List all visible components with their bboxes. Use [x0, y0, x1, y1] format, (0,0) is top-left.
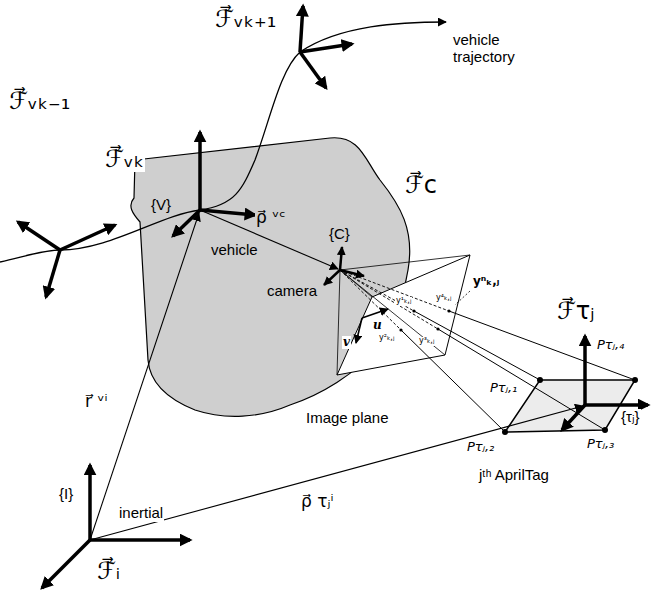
frame-axes	[173, 132, 255, 236]
frame-label-text: inertial	[118, 505, 164, 522]
corner-label: Pτⱼ,₄	[596, 338, 625, 352]
apriltag-shape	[505, 380, 635, 432]
tag-label: jᵗʰ AprilTag	[478, 467, 550, 484]
point-label: y²ₖ,ⱼ	[378, 334, 395, 343]
image-axes	[356, 309, 388, 343]
corner-label: Pτⱼ,₁	[489, 381, 518, 395]
frame-label: ℱ⃗τⱼ	[556, 298, 596, 324]
part-label: vehicle	[210, 242, 259, 259]
frame-axes	[42, 465, 190, 588]
vector-label: r⃗ ᵛⁱ	[84, 392, 109, 411]
frame-name: {I}	[58, 486, 74, 503]
image-plane: Image planeuvy¹ₖ,ⱼy²ₖ,ⱼy³ₖ,ⱼy⁴ₖ,ⱼ	[335, 253, 472, 377]
frame-label: ℱ⃗ᵢ	[96, 558, 121, 584]
frame-label: ℱ⃗ᵥₖ	[104, 146, 145, 172]
frame-axes	[300, 6, 352, 88]
corner-label: Pτⱼ,₃	[586, 437, 615, 451]
trajectory-curve	[0, 22, 446, 262]
plane-label: Image plane	[305, 410, 390, 427]
frame-axes	[324, 247, 364, 285]
frame-label: ℱ⃗ᵥₖ₊₁	[214, 6, 277, 32]
vehicle-body: {V} vehicle {C} camera	[126, 132, 418, 424]
vector-label: ρ⃗ τⱼⁱ	[300, 492, 334, 511]
frame-axes	[18, 222, 115, 297]
apriltag: Pτⱼ,₁Pτⱼ,₂Pτⱼ,₃Pτⱼ,₄{τⱼ}jᵗʰ AprilTag	[503, 378, 638, 434]
vehicle-body-outline	[126, 132, 418, 424]
frame-axes	[562, 336, 648, 430]
image-plane-shape	[337, 255, 470, 375]
axis-label: v	[342, 336, 351, 349]
axis-label: u	[372, 319, 383, 332]
measurement-label: yⁿₖ,ⱼ	[472, 275, 500, 288]
vehicle-body-shape	[131, 138, 410, 417]
point-label: y⁴ₖ,ⱼ	[435, 294, 452, 303]
frame-name: {C}	[328, 226, 351, 243]
frame-name: {V}	[150, 197, 172, 214]
point-label: y³ₖ,ⱼ	[418, 337, 435, 346]
point-label: y¹ₖ,ⱼ	[395, 297, 412, 306]
frame-name: {τⱼ}	[620, 409, 641, 426]
apriltag-outline	[503, 378, 638, 434]
frame-label: ℱ⃗ᵥₖ₋₁	[8, 88, 71, 114]
vector-label: ρ⃗ ᵛᶜ	[255, 208, 287, 227]
image-plane-outline	[335, 253, 472, 377]
part-label: camera	[266, 283, 318, 300]
corner-label: Pτⱼ,₂	[466, 440, 495, 454]
projection-rays	[337, 255, 635, 432]
trajectory-label: vehicle trajectory	[452, 32, 534, 65]
position-vectors	[90, 210, 583, 540]
frame-label: ℱ⃗c	[404, 172, 438, 198]
image-points	[399, 309, 638, 435]
